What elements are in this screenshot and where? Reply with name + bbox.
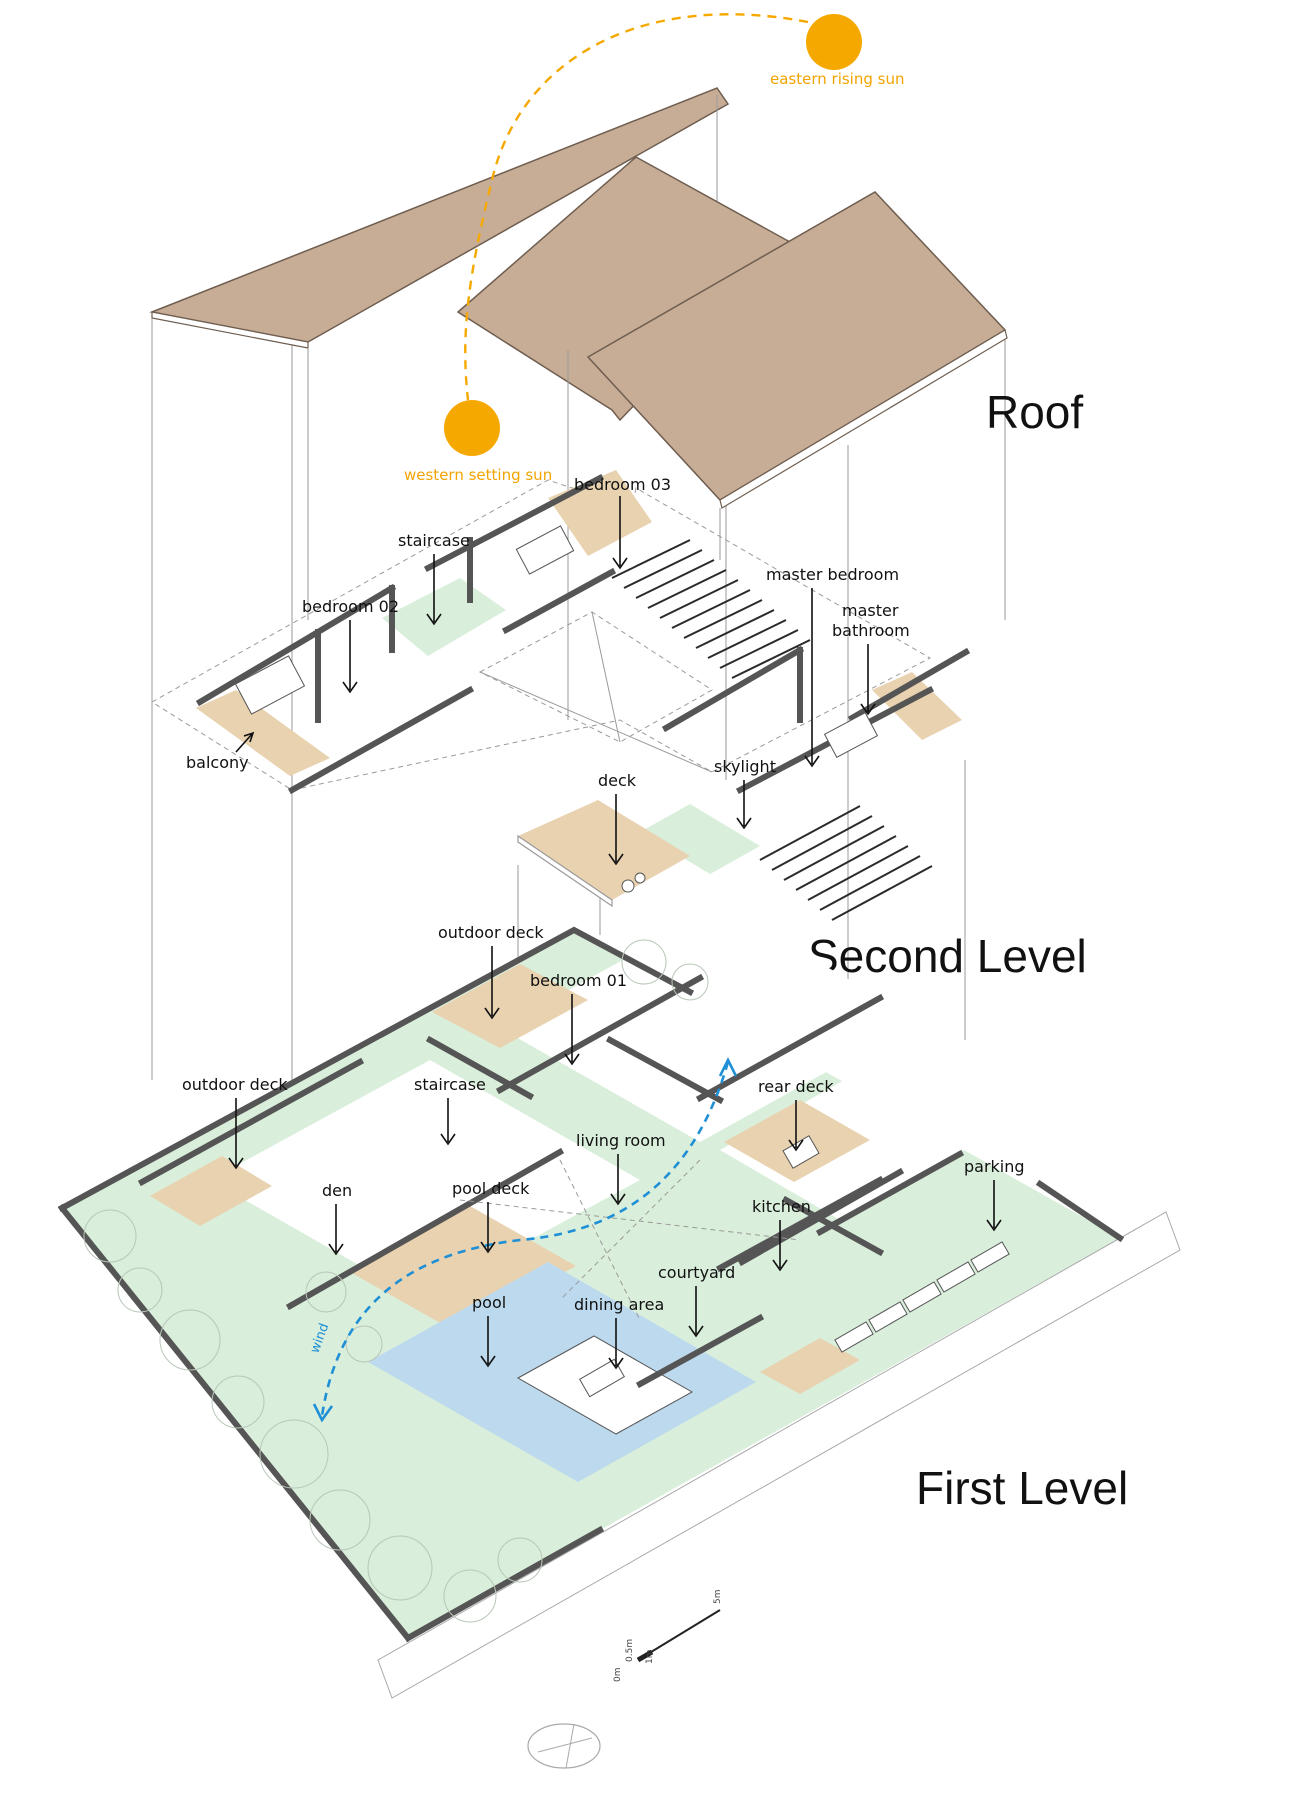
label-kitchen: kitchen bbox=[752, 1197, 811, 1216]
label-master-bathroom-line2: bathroom bbox=[832, 621, 910, 640]
outdoor-deck-top-fill bbox=[432, 964, 588, 1048]
second-level bbox=[151, 470, 971, 921]
rear-deck-fill bbox=[724, 1100, 870, 1182]
scale-one: 1m bbox=[645, 1650, 655, 1665]
second-level-labels: bedroom 03 staircase bedroom 02 balcony … bbox=[186, 475, 910, 866]
label-master-bedroom: master bedroom bbox=[766, 565, 899, 584]
label-courtyard: courtyard bbox=[658, 1263, 735, 1282]
scale-bar: 0m 0.5m 1m 5m bbox=[613, 1590, 723, 1683]
label-outdoor-deck-top: outdoor deck bbox=[438, 923, 544, 942]
north-arrow-icon bbox=[527, 1723, 601, 1769]
rising-sun-label: eastern rising sun bbox=[770, 70, 904, 88]
setting-sun-icon bbox=[444, 400, 500, 456]
level-title-roof: Roof bbox=[986, 386, 1083, 438]
scale-five: 5m bbox=[713, 1590, 723, 1605]
label-skylight: skylight bbox=[714, 757, 776, 776]
pergola-hatching-lower bbox=[759, 805, 933, 921]
roof-level bbox=[149, 87, 1008, 620]
setting-sun-label: western setting sun bbox=[404, 466, 552, 484]
scale-half: 0.5m bbox=[625, 1639, 635, 1662]
first-level-labels: outdoor deck bedroom 01 outdoor deck sta… bbox=[182, 923, 1025, 1370]
parking-deck-fill bbox=[760, 1338, 860, 1394]
scale-zero: 0m bbox=[613, 1668, 623, 1683]
label-pool: pool bbox=[472, 1293, 506, 1312]
level-title-first: First Level bbox=[916, 1462, 1128, 1514]
label-staircase-lower: staircase bbox=[414, 1075, 486, 1094]
label-living-room: living room bbox=[576, 1131, 666, 1150]
sun-path: eastern rising sun western setting sun bbox=[404, 13, 904, 484]
label-staircase-upper: staircase bbox=[398, 531, 470, 550]
label-bedroom-02: bedroom 02 bbox=[302, 597, 399, 616]
first-level bbox=[57, 906, 1181, 1699]
outdoor-deck-left-fill bbox=[150, 1156, 272, 1226]
label-pool-deck: pool deck bbox=[452, 1179, 530, 1198]
label-master-bathroom-line1: master bbox=[842, 601, 899, 620]
label-dining-area: dining area bbox=[574, 1295, 664, 1314]
label-den: den bbox=[322, 1181, 352, 1200]
label-bedroom-03: bedroom 03 bbox=[574, 475, 671, 494]
label-rear-deck: rear deck bbox=[758, 1077, 834, 1096]
label-bedroom-01: bedroom 01 bbox=[530, 971, 627, 990]
label-parking: parking bbox=[964, 1157, 1025, 1176]
label-outdoor-deck-left: outdoor deck bbox=[182, 1075, 288, 1094]
site-trees bbox=[83, 939, 709, 1623]
label-balcony: balcony bbox=[186, 753, 249, 772]
parking-stalls bbox=[834, 1241, 1010, 1353]
rising-sun-icon bbox=[806, 14, 862, 70]
level-title-second: Second Level bbox=[808, 930, 1087, 982]
pergola-hatching-upper bbox=[611, 539, 811, 679]
label-deck-upper: deck bbox=[598, 771, 637, 790]
pool-deck-fill bbox=[350, 1206, 576, 1332]
